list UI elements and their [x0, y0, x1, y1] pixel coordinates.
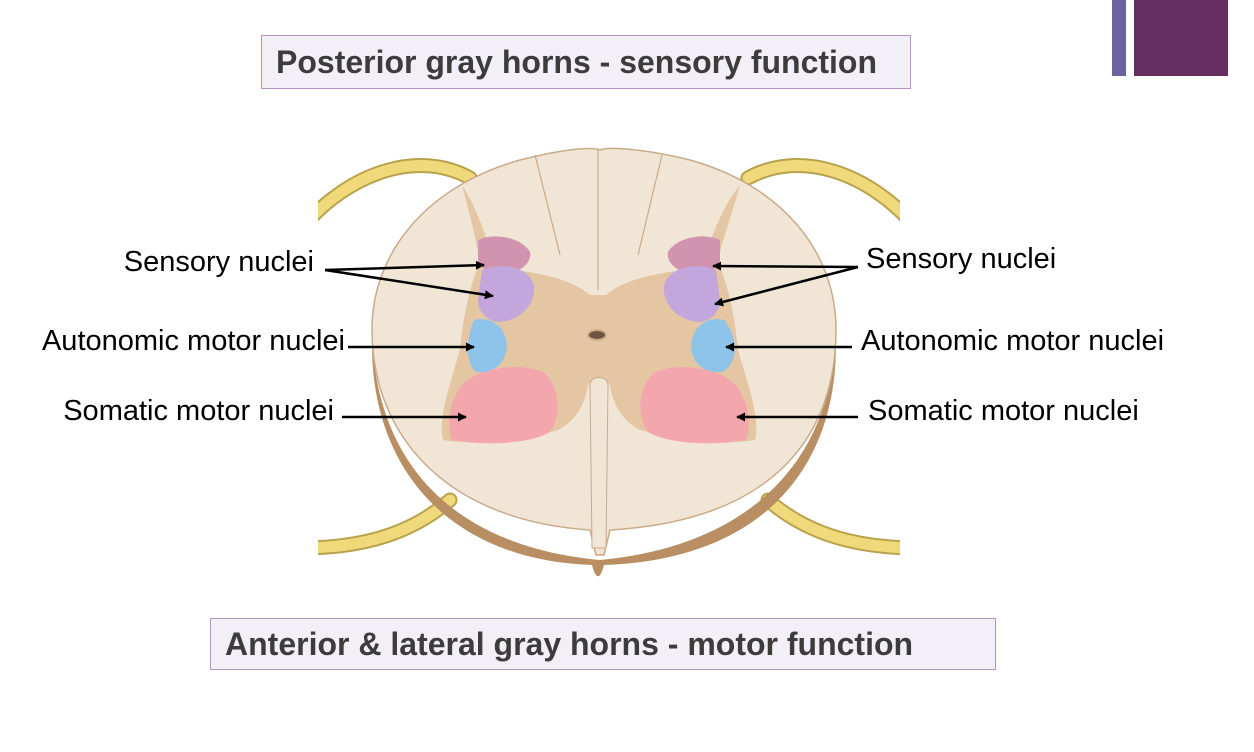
arrow-sensory-left-lower	[324, 268, 494, 300]
sensory-nuclei-upper-left	[478, 236, 531, 275]
label-somatic-motor-nuclei-left: Somatic motor nuclei	[63, 395, 334, 427]
label-sensory-nuclei-left: Sensory nuclei	[123, 246, 314, 278]
anterior-lateral-horns-title: Anterior & lateral gray horns - motor fu…	[210, 618, 996, 670]
label-autonomic-motor-nuclei-right: Autonomic motor nuclei	[861, 325, 1165, 357]
accent-bar-thin	[1112, 0, 1126, 76]
nerve-roots	[318, 158, 900, 556]
label-autonomic-motor-nuclei-left: Autonomic motor nuclei	[41, 325, 345, 357]
label-arrows	[324, 260, 859, 422]
somatic-nuclei-left	[449, 367, 558, 444]
arrow-sensory-right-upper	[712, 261, 859, 271]
sensory-nuclei-lower-right	[663, 266, 720, 322]
arrow-sensory-left-upper	[324, 260, 485, 272]
posterior-horns-title-text: Posterior gray horns - sensory function	[276, 43, 877, 80]
autonomic-nuclei-left	[467, 319, 507, 373]
sensory-nuclei-lower-left	[478, 266, 535, 322]
label-sensory-nuclei-right: Sensory nuclei	[866, 243, 1057, 275]
posterior-horns-title: Posterior gray horns - sensory function	[261, 35, 911, 89]
autonomic-nuclei-right	[691, 319, 735, 373]
anterior-lateral-horns-title-text: Anterior & lateral gray horns - motor fu…	[225, 625, 914, 662]
somatic-nuclei-right	[640, 367, 749, 444]
accent-bar-thick	[1134, 0, 1228, 76]
sensory-nuclei-upper-right	[667, 236, 720, 275]
arrow-sensory-right-lower	[714, 265, 859, 307]
label-somatic-motor-nuclei-right: Somatic motor nuclei	[868, 395, 1139, 427]
posterior-septum	[534, 150, 663, 290]
central-canal	[587, 329, 607, 341]
anterior-fissure	[589, 377, 609, 549]
